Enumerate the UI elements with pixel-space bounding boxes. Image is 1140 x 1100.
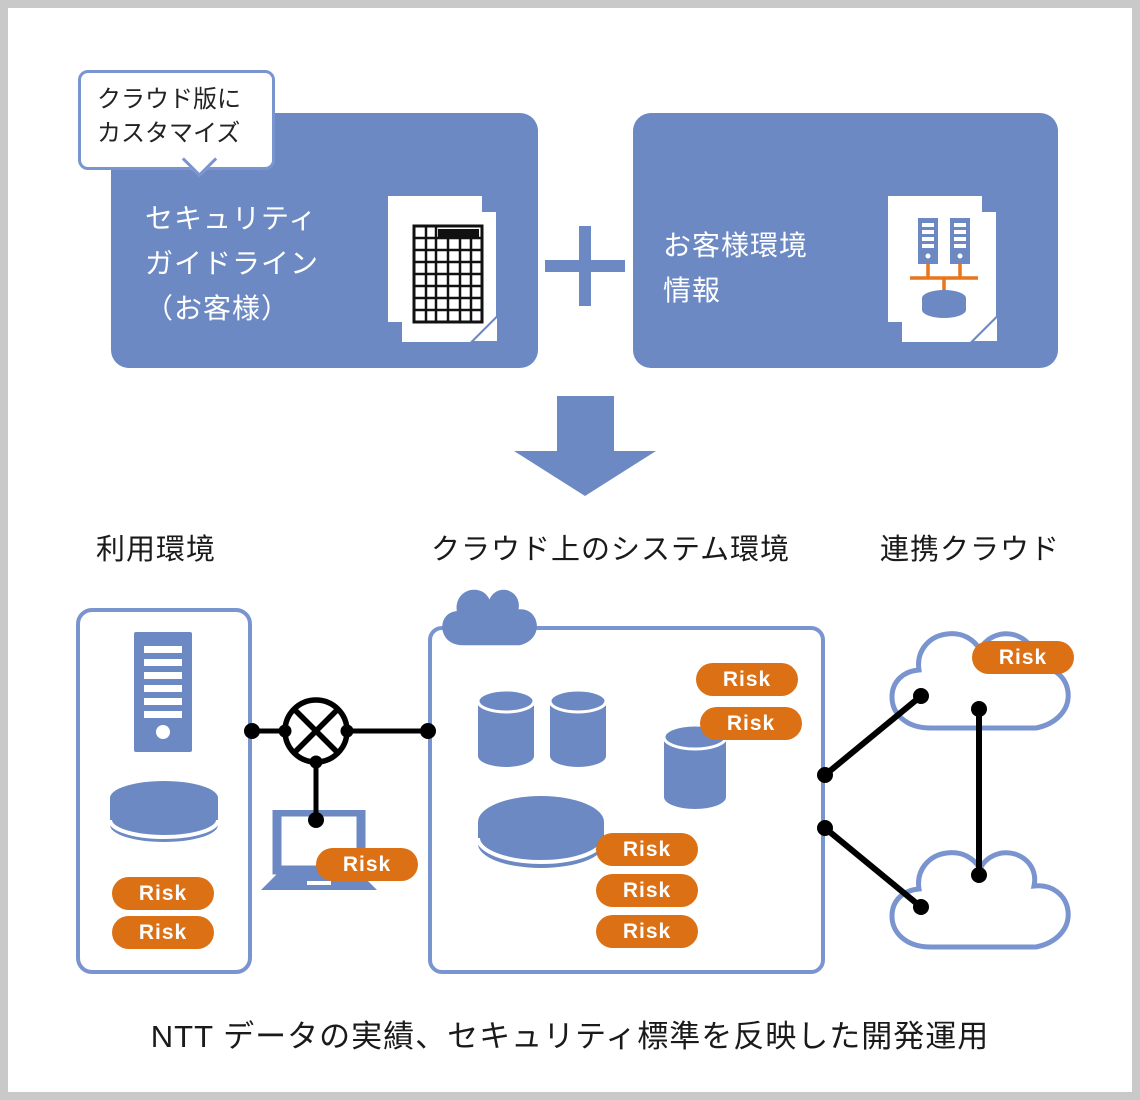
risk-badge: Risk [112, 916, 214, 949]
callout-text: クラウド版に カスタマイズ [97, 83, 241, 151]
server-tower-icon [134, 632, 192, 752]
risk-badge: Risk [596, 915, 698, 948]
guideline-line-3: （お客様） [145, 293, 291, 324]
database-icon-center-1 [476, 688, 536, 767]
database-icon-center-3 [662, 723, 728, 809]
cloud-solid-icon [442, 589, 537, 646]
risk-badge: Risk [596, 874, 698, 907]
plus-icon [545, 226, 625, 306]
footer-caption: NTT データの実績、セキュリティ標準を反映した開発運用 [150, 1019, 990, 1054]
risk-badge: Risk [700, 707, 802, 740]
env-info-line-2: 情報 [663, 275, 722, 306]
spreadsheet-document-icon [388, 196, 497, 342]
section-label-linked-cloud: 連携クラウド [880, 534, 1061, 566]
risk-badge: Risk [112, 877, 214, 910]
network-node-icon [282, 697, 350, 765]
callout-line-2: カスタマイズ [97, 120, 241, 147]
guideline-box-label: セキュリティ ガイドライン （お客様） [145, 196, 319, 331]
risk-badge: Risk [316, 848, 418, 881]
cloud-outline-icon-bottom [889, 850, 1071, 950]
database-icon-center-2 [548, 688, 608, 767]
env-info-box-label: お客様環境 情報 [663, 223, 808, 313]
callout-line-1: クラウド版に [97, 86, 241, 113]
server-document-icon [888, 196, 997, 342]
section-label-usage-env: 利用環境 [96, 534, 217, 566]
down-arrow-icon [514, 396, 656, 496]
database-icon-center-wide [476, 796, 606, 868]
env-info-line-1: お客様環境 [663, 230, 809, 261]
risk-badge: Risk [972, 641, 1074, 674]
callout-bubble: クラウド版に カスタマイズ [78, 70, 275, 178]
risk-badge: Risk [696, 663, 798, 696]
section-label-cloud-system-env: クラウド上のシステム環境 [431, 534, 791, 566]
guideline-line-1: セキュリティ [145, 203, 318, 234]
guideline-line-2: ガイドライン [145, 248, 320, 279]
risk-badge: Risk [596, 833, 698, 866]
database-icon-left [108, 781, 220, 842]
